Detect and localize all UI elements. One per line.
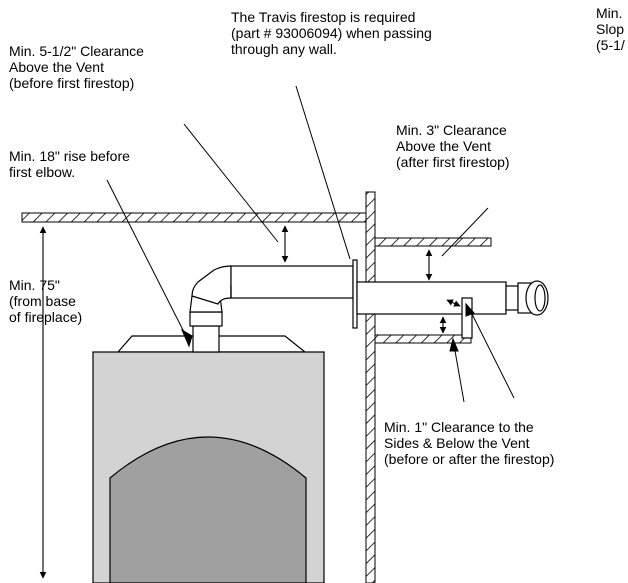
fireplace <box>92 335 325 583</box>
vent-termination <box>356 280 549 339</box>
height-label: Min. 75" (from base of fireplace) <box>9 277 82 325</box>
clearance-before-label: Min. 5-1/2" Clearance Above the Vent (be… <box>9 43 148 91</box>
lower-framing <box>374 334 472 344</box>
vent-pipe <box>189 265 354 353</box>
clearance-after-label: Min. 3" Clearance Above the Vent (after … <box>396 122 511 170</box>
top-right-note: Min. Slop (5-1/ <box>596 5 628 53</box>
firestop <box>352 259 358 329</box>
rise-note: Min. 18" rise before first elbow. <box>9 148 134 180</box>
upper-framing <box>374 237 492 247</box>
wall <box>365 191 376 583</box>
leader-lines <box>106 85 515 403</box>
firestop-note: The Travis firestop is required (part # … <box>231 9 436 57</box>
side-clearance-label: Min. 1" Clearance to the Sides & Below t… <box>384 419 554 467</box>
side-clearance-arrow <box>446 299 461 307</box>
ceiling <box>21 212 375 223</box>
